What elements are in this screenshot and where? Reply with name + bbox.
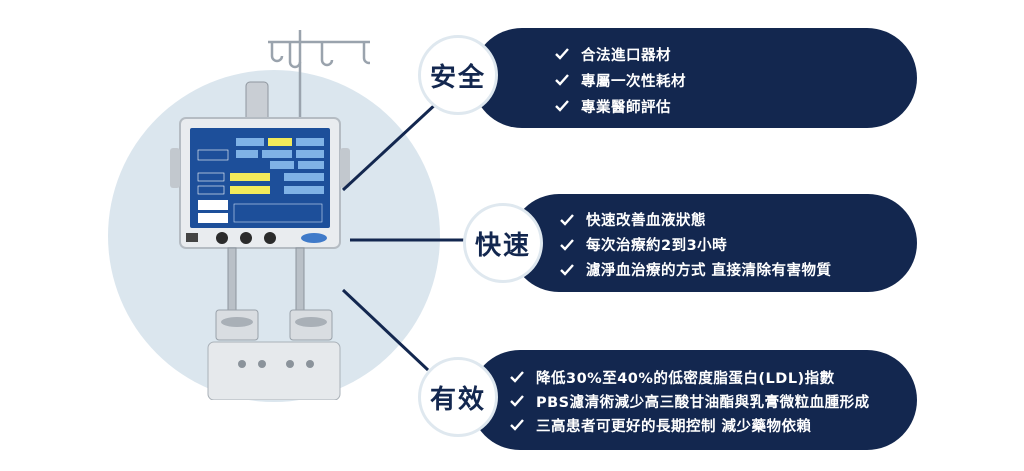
list-item-text: 專業醫師評估: [581, 99, 671, 116]
effective-title-badge: 有效: [418, 357, 498, 437]
effective-panel: 降低30%至40%的低密度脂蛋白(LDL)指數 PBS濾清術減少高三酸甘油酯與乳…: [470, 350, 917, 450]
list-item: 三高患者可更好的長期控制 減少藥物依賴: [510, 413, 870, 437]
check-icon: [560, 263, 574, 276]
list-item-text: 專屬一次性耗材: [581, 73, 686, 90]
list-item: 專屬一次性耗材: [555, 67, 686, 93]
list-item: 每次治療約2到3小時: [560, 232, 832, 257]
effective-list: 降低30%至40%的低密度脂蛋白(LDL)指數 PBS濾清術減少高三酸甘油酯與乳…: [510, 365, 870, 437]
list-item: 專業醫師評估: [555, 93, 686, 119]
fast-panel: 快速改善血液狀態 每次治療約2到3小時 濾淨血治療的方式 直接清除有害物質: [510, 194, 917, 292]
safe-panel: 合法進口器材 專屬一次性耗材 專業醫師評估: [472, 28, 917, 128]
check-icon: [510, 395, 524, 407]
check-icon: [555, 100, 569, 112]
list-item: 合法進口器材: [555, 41, 686, 67]
list-item: 快速改善血液狀態: [560, 207, 832, 232]
check-icon: [510, 419, 524, 431]
check-icon: [510, 371, 524, 383]
list-item-text: 合法進口器材: [581, 47, 671, 64]
list-item: PBS濾清術減少高三酸甘油酯與乳膏微粒血腫形成: [510, 389, 870, 413]
fast-title-badge: 快速: [463, 203, 543, 283]
list-item-text: 濾淨血治療的方式 直接清除有害物質: [586, 263, 832, 279]
list-item: 濾淨血治療的方式 直接清除有害物質: [560, 257, 832, 282]
fast-list: 快速改善血液狀態 每次治療約2到3小時 濾淨血治療的方式 直接清除有害物質: [560, 207, 832, 282]
check-icon: [560, 213, 574, 226]
apheresis-machine-image: [170, 30, 370, 400]
list-item-text: 每次治療約2到3小時: [586, 238, 728, 254]
list-item-text: 三高患者可更好的長期控制 減少藥物依賴: [536, 418, 812, 435]
check-icon: [560, 238, 574, 251]
list-item-text: 降低30%至40%的低密度脂蛋白(LDL)指數: [536, 370, 835, 387]
list-item-text: 快速改善血液狀態: [586, 213, 706, 229]
check-icon: [555, 74, 569, 86]
list-item: 降低30%至40%的低密度脂蛋白(LDL)指數: [510, 365, 870, 389]
safe-title-badge: 安全: [418, 35, 498, 115]
list-item-text: PBS濾清術減少高三酸甘油酯與乳膏微粒血腫形成: [536, 394, 870, 411]
safe-list: 合法進口器材 專屬一次性耗材 專業醫師評估: [555, 41, 686, 119]
check-icon: [555, 48, 569, 60]
